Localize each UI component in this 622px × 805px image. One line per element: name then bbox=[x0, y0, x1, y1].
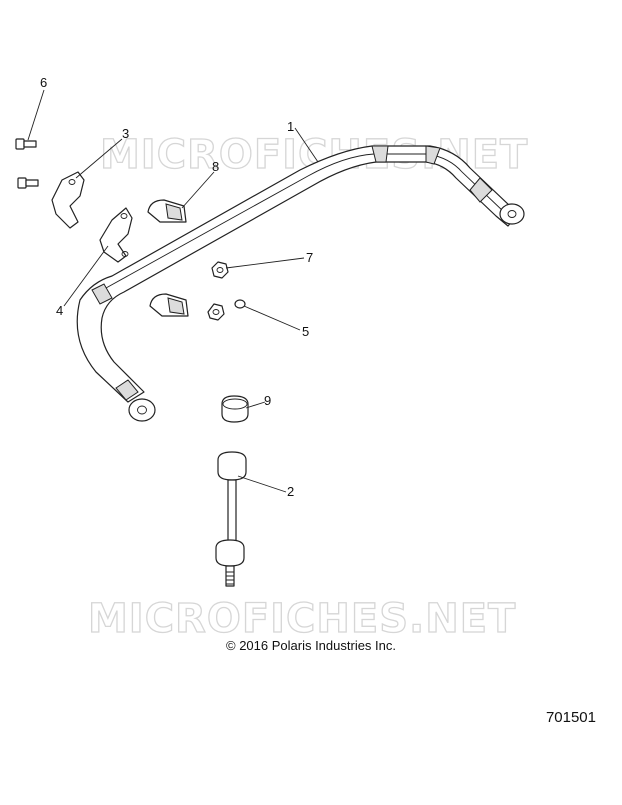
bushing-upper[interactable] bbox=[147, 199, 187, 223]
bolt-lower[interactable] bbox=[17, 177, 39, 189]
callout-6: 6 bbox=[40, 75, 47, 90]
end-link-assembly[interactable] bbox=[215, 395, 249, 587]
diagram-number: 701501 bbox=[545, 709, 596, 726]
bushing-lower[interactable] bbox=[149, 293, 189, 317]
sway-bar[interactable] bbox=[76, 145, 525, 422]
callout-2: 2 bbox=[287, 484, 294, 499]
copyright-notice: © 2016 Polaris Industries Inc. bbox=[226, 638, 396, 653]
washer[interactable] bbox=[234, 299, 246, 309]
callout-8: 8 bbox=[212, 159, 219, 174]
callout-3: 3 bbox=[122, 126, 129, 141]
bracket-upper[interactable] bbox=[51, 171, 85, 229]
nut-upper[interactable] bbox=[211, 261, 229, 279]
nut-lower[interactable] bbox=[207, 303, 225, 321]
callout-1: 1 bbox=[287, 119, 294, 134]
watermark-bottom: MICROFICHES.NET bbox=[88, 596, 516, 642]
leader-lines bbox=[27, 89, 319, 493]
bolt-upper[interactable] bbox=[15, 138, 37, 150]
callout-5: 5 bbox=[302, 324, 309, 339]
bracket-lower[interactable] bbox=[99, 207, 133, 263]
callout-4: 4 bbox=[56, 303, 63, 318]
callout-9: 9 bbox=[264, 393, 271, 408]
callout-7: 7 bbox=[306, 250, 313, 265]
